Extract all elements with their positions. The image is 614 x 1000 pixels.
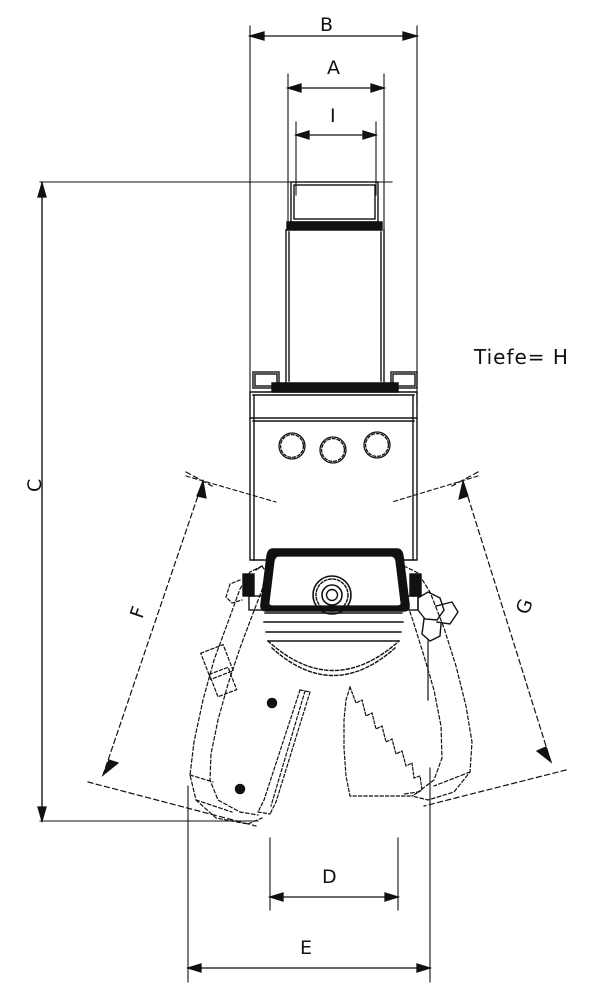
left-hinge-bracket (242, 573, 263, 611)
leader-lines (185, 475, 479, 503)
boom-column (271, 229, 399, 393)
left-jaw-bolts (234, 697, 278, 795)
pivot-hub (312, 575, 352, 615)
dim-line-D (267, 892, 401, 902)
dim-line-A (285, 83, 387, 93)
dimension-label-D: D (322, 866, 338, 888)
rotator-housing (249, 391, 418, 561)
dim-line-B (247, 31, 420, 41)
dim-line-G (423, 471, 567, 807)
hydraulic-fitting (417, 591, 459, 701)
left-jaw-linkage (200, 579, 243, 698)
dim-line-I (293, 130, 379, 140)
dimension-label-B: B (320, 14, 334, 36)
depth-note-label: Tiefe= H (474, 345, 569, 369)
right-jaw (399, 565, 473, 801)
left-jaw-solid (255, 565, 263, 571)
left-jaw-blade (257, 689, 311, 815)
right-jaw-serrated-edge (349, 686, 423, 797)
dimension-label-C: C (24, 478, 46, 492)
flange-ears (252, 371, 418, 389)
right-hinge-bracket (404, 573, 422, 611)
projection-lines (39, 25, 431, 983)
mounting-bracket (286, 181, 383, 231)
dimension-label-E: E (300, 937, 313, 959)
dim-line-F (87, 471, 257, 827)
dim-line-E (185, 963, 433, 973)
shell-stack (263, 612, 404, 677)
bolt-circles (278, 431, 391, 464)
dimension-label-I: I (330, 105, 337, 127)
dimension-label-A: A (327, 57, 341, 79)
right-jaw-inner (343, 686, 413, 797)
left-jaw (189, 565, 267, 825)
dim-line-C (37, 180, 47, 824)
cylinder-block (260, 548, 410, 612)
